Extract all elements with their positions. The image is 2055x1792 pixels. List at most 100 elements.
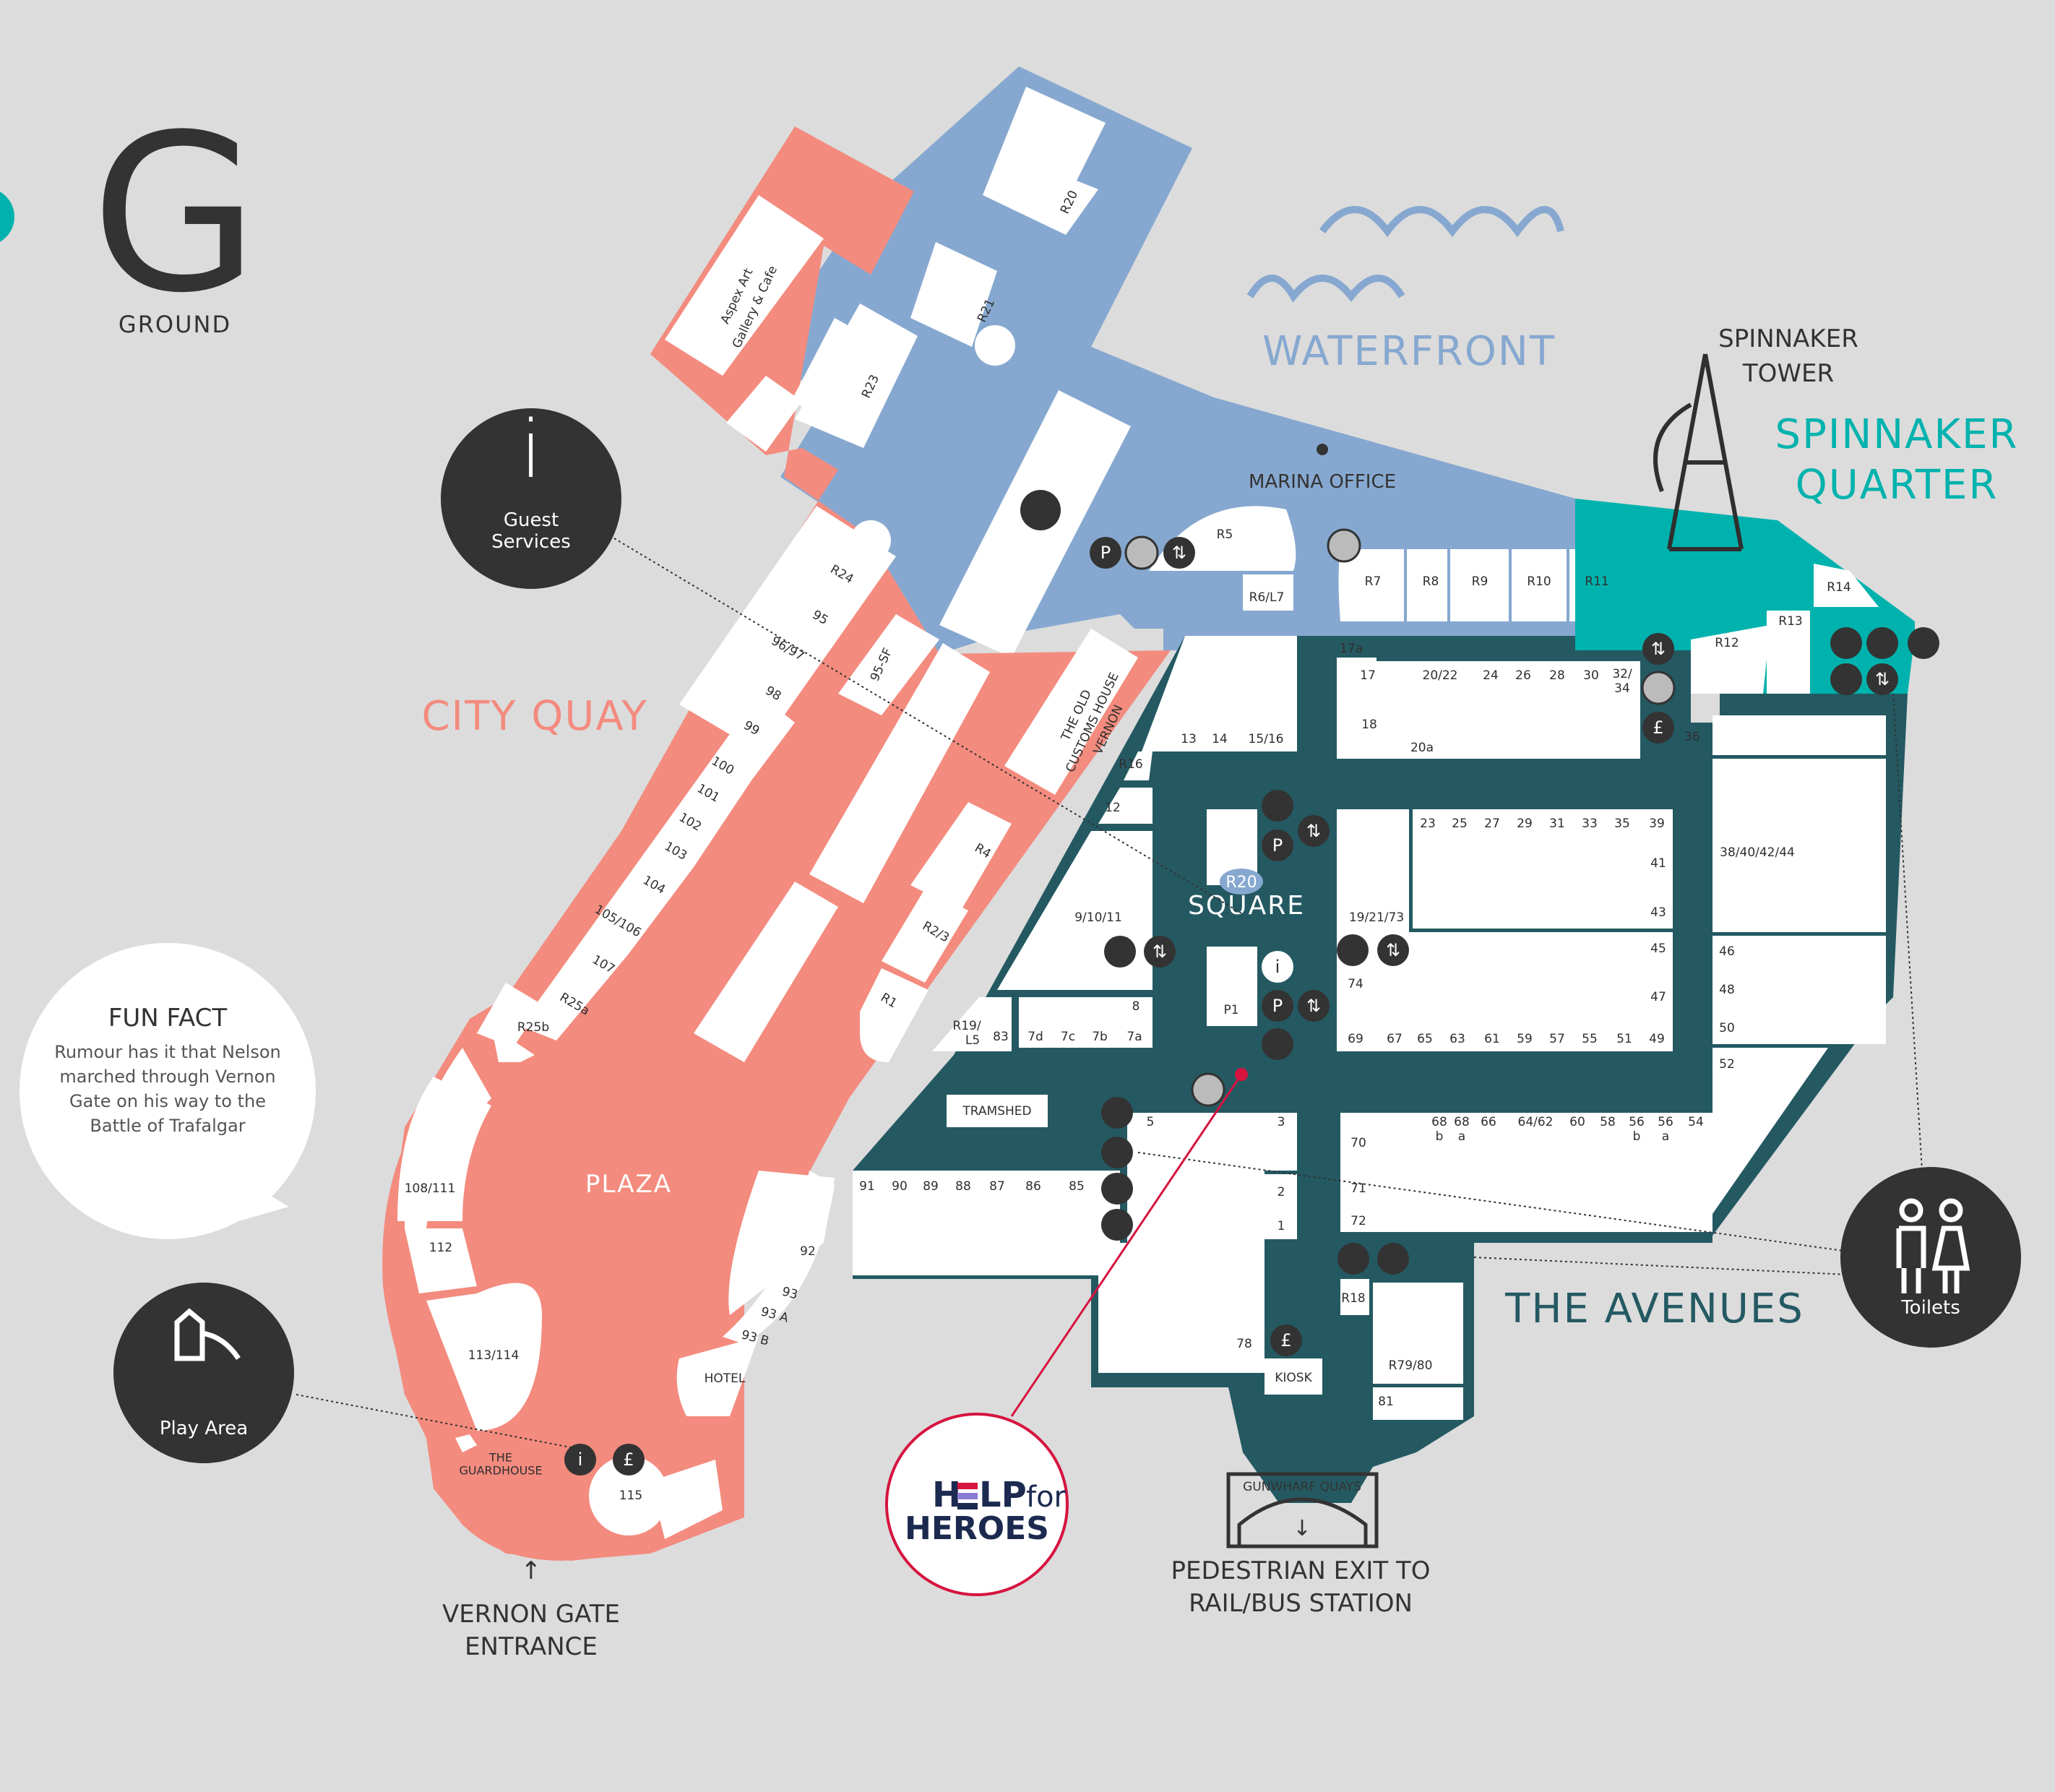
baby-change-badge-78[interactable] — [1337, 1243, 1369, 1275]
escalator-icon-marina[interactable] — [1327, 528, 1361, 563]
help-location-dot[interactable] — [1235, 1068, 1248, 1081]
play-area-badge-small[interactable]: i — [564, 1444, 596, 1476]
unit-guardhouse[interactable] — [455, 1434, 477, 1452]
unit-12[interactable] — [1098, 788, 1153, 824]
unit-r25b[interactable] — [491, 1026, 535, 1062]
play-area-callout[interactable]: Play Area — [113, 1283, 294, 1463]
baby-change-badge-spinnaker[interactable] — [1830, 663, 1862, 695]
parking-badge-square-top[interactable]: P — [1262, 830, 1293, 861]
escalator-icon-avenues[interactable] — [1191, 1072, 1225, 1107]
unit-78[interactable] — [1098, 1243, 1265, 1373]
unit-r24-95-block[interactable] — [679, 506, 896, 751]
unit-2[interactable] — [1228, 1174, 1297, 1207]
unit-r14[interactable] — [1814, 564, 1879, 607]
toilet-badge-spinnaker[interactable] — [1830, 627, 1862, 659]
lift-badge-spinnaker-left[interactable]: ⇅ — [1642, 633, 1674, 665]
pound-badge-guardhouse[interactable]: £ — [613, 1444, 645, 1476]
unit-113-114[interactable] — [426, 1283, 542, 1431]
lift-badge-waterfront[interactable]: ⇅ — [1163, 537, 1195, 569]
unit-85-91-row[interactable] — [853, 1171, 1120, 1275]
unit-old-customs[interactable] — [1004, 629, 1138, 795]
escalator-icon-spinnaker[interactable] — [1641, 671, 1676, 705]
accessible-badge-78[interactable] — [1377, 1243, 1409, 1275]
lift-badge-square-mid[interactable]: ⇅ — [1377, 934, 1409, 966]
unit-81[interactable] — [1373, 1387, 1463, 1420]
unit-52[interactable] — [1712, 1048, 1828, 1214]
lift-badge-9-11[interactable]: ⇅ — [1144, 936, 1176, 968]
unit-r79-80[interactable] — [1373, 1283, 1463, 1384]
unit-1[interactable] — [1228, 1207, 1297, 1239]
info-badge-square[interactable]: i — [1262, 951, 1293, 983]
svg-text:P: P — [1272, 996, 1283, 1016]
unit-115-b[interactable] — [650, 1460, 723, 1539]
unit-92[interactable] — [728, 1171, 835, 1315]
pound-badge-spinnaker[interactable]: £ — [1642, 712, 1674, 744]
unit-15-16[interactable] — [1228, 636, 1297, 751]
unit-13-16-block[interactable] — [1142, 636, 1228, 751]
accessible-badge-spinnaker[interactable] — [1866, 627, 1898, 659]
label-38-44: 38/40/42/44 — [1720, 845, 1795, 860]
unit-r18[interactable] — [1340, 1279, 1369, 1315]
unit-7-8-row[interactable] — [1019, 997, 1153, 1048]
accessible-badge-avenues[interactable] — [1101, 1173, 1133, 1205]
r20-marker[interactable] — [1220, 869, 1263, 895]
floor-selector-circle[interactable] — [0, 188, 14, 246]
lift-badge-square-bottom[interactable]: ⇅ — [1298, 990, 1330, 1022]
baby-change-badge-avenues[interactable] — [1101, 1137, 1133, 1168]
unit-54-72-row[interactable] — [1340, 1113, 1712, 1232]
toilets-callout[interactable]: Toilets — [1840, 1167, 2021, 1348]
unit-kiosk[interactable] — [1265, 1358, 1322, 1395]
label-14: 14 — [1212, 732, 1228, 746]
unit-waves-2[interactable] — [694, 882, 838, 1062]
escalator-icon-square-mid[interactable] — [1337, 934, 1369, 966]
unit-small-aspex[interactable] — [726, 376, 802, 452]
parking-badge-waterfront[interactable]: P — [1090, 537, 1121, 569]
unit-19-21-73[interactable] — [1337, 809, 1409, 932]
unit-r20[interactable] — [983, 87, 1106, 235]
unit-p1[interactable] — [1207, 947, 1257, 1026]
parking-badge-square-bottom[interactable]: P — [1262, 990, 1293, 1022]
unit-r4[interactable] — [910, 802, 1012, 910]
unit-36[interactable] — [1712, 715, 1886, 755]
unit-tramshed[interactable] — [947, 1095, 1048, 1127]
unit-r13[interactable] — [1767, 611, 1810, 694]
help-h: H — [932, 1475, 961, 1515]
unit-108-111[interactable] — [397, 1077, 491, 1221]
unit-r2-3[interactable] — [882, 889, 968, 983]
lift-badge-spinnaker-right[interactable]: ⇅ — [1866, 663, 1898, 695]
unit-r6-l7[interactable] — [1243, 574, 1293, 611]
unit-112[interactable] — [405, 1228, 477, 1293]
unit-98-107-strip[interactable] — [520, 694, 795, 1041]
help-for-heroes-logo[interactable]: H LP for HEROES — [885, 1413, 1069, 1596]
label-71: 71 — [1350, 1181, 1366, 1196]
unit-r1[interactable] — [860, 968, 929, 1062]
unit-hotel[interactable] — [676, 1337, 759, 1416]
escalator-icon-square-top[interactable] — [1262, 790, 1293, 822]
toilets-label: Toilets — [1900, 1297, 1960, 1319]
boat-badge-spinnaker[interactable] — [1908, 627, 1939, 659]
pound-badge-kiosk[interactable]: £ — [1270, 1324, 1302, 1356]
label-67: 67 — [1387, 1032, 1403, 1046]
unit-r12[interactable] — [1691, 625, 1770, 694]
unit-18[interactable] — [1337, 686, 1402, 759]
guest-services-callout[interactable]: i Guest Services — [441, 403, 621, 589]
escalator-icon-waterfront[interactable] — [1124, 535, 1159, 570]
unit-aspex[interactable] — [665, 195, 824, 376]
unit-r19-l5[interactable] — [932, 997, 1012, 1051]
unit-23-47-block[interactable] — [1413, 809, 1673, 929]
escalator-icon-9-11[interactable] — [1104, 936, 1136, 968]
unit-waves-1[interactable] — [809, 643, 990, 903]
unit-115[interactable] — [589, 1456, 668, 1535]
family-badge-avenues[interactable] — [1101, 1209, 1133, 1241]
unit-r21[interactable] — [910, 242, 997, 347]
boat-badge-waterfront[interactable] — [1020, 490, 1061, 530]
unit-95sf[interactable] — [838, 614, 939, 715]
unit-38-44[interactable] — [1712, 759, 1886, 932]
unit-46-50[interactable] — [1712, 936, 1886, 1044]
unit-r16[interactable] — [1124, 751, 1153, 780]
unit-r23-block[interactable] — [791, 318, 900, 434]
lift-badge-square-top[interactable]: ⇅ — [1298, 815, 1330, 847]
escalator-icon-square-bottom[interactable] — [1262, 1028, 1293, 1060]
toilet-badge-avenues[interactable] — [1101, 1097, 1133, 1129]
unit-3[interactable] — [1265, 1113, 1297, 1171]
